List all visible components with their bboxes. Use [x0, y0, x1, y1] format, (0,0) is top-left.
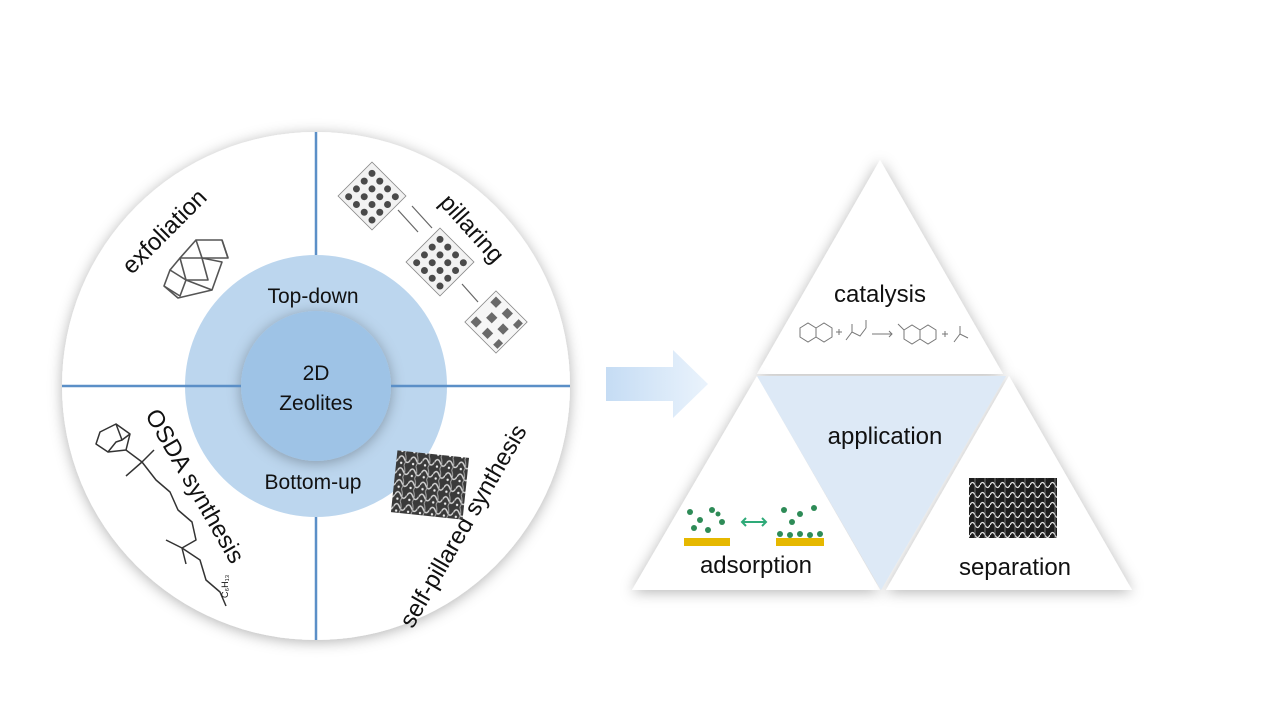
- synthesis-wheel: 2D Zeolites Top-down Bottom-up exfoliati…: [62, 132, 570, 640]
- center-label-line1: 2D: [303, 362, 330, 385]
- catalysis-label: catalysis: [834, 281, 926, 308]
- osda-molecule-icon: [95, 423, 227, 607]
- pillaring-lattice-icon: [337, 161, 528, 354]
- application-center-triangle: [757, 376, 1006, 590]
- top-down-label: Top-down: [267, 285, 358, 308]
- separation-sem-image: [969, 478, 1057, 538]
- bottom-up-label: Bottom-up: [265, 471, 362, 494]
- application-label: application: [828, 423, 943, 450]
- osda-chain-label: C₆H₁₃: [220, 574, 230, 598]
- exfoliation-cage-icon: [163, 239, 229, 299]
- self-pillared-sem-image: [390, 450, 470, 520]
- adsorption-icon: [684, 505, 824, 546]
- separation-label: separation: [959, 554, 1071, 581]
- application-pyramid: catalysis application adsorption separat…: [632, 160, 1132, 590]
- adsorption-triangle: [632, 376, 880, 590]
- core-circle: [241, 311, 391, 461]
- catalysis-triangle: [757, 160, 1003, 374]
- catalysis-reaction-icon: [799, 320, 969, 345]
- adsorption-label: adsorption: [700, 552, 812, 579]
- center-label-line2: Zeolites: [279, 392, 353, 415]
- right-arrow-icon: [606, 350, 708, 418]
